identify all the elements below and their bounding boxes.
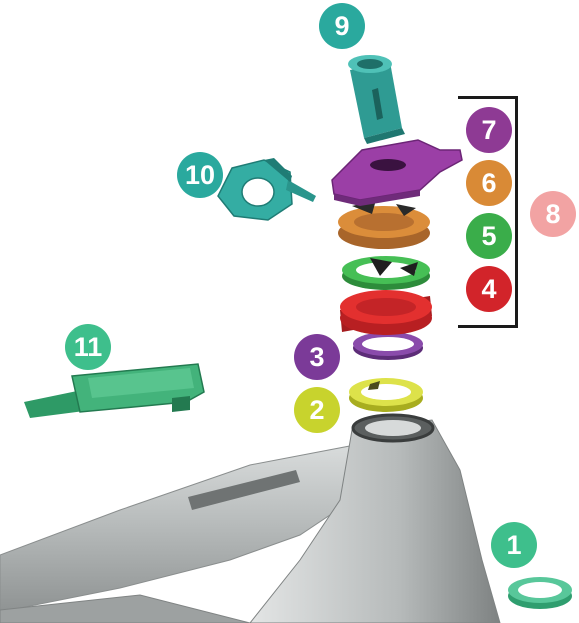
callout-8: 8 <box>530 191 576 237</box>
part-4-spacer <box>340 290 432 335</box>
part-11-mount <box>24 364 204 418</box>
callout-5: 5 <box>466 213 512 259</box>
part-3-ring <box>353 332 423 360</box>
part-7-top-cap <box>332 140 462 206</box>
part-1-spacer-ring <box>508 577 572 609</box>
part-9-expander <box>348 55 405 144</box>
callout-10: 10 <box>177 152 223 198</box>
callout-1: 1 <box>491 522 537 568</box>
part-6-spacer <box>338 200 430 249</box>
callout-3: 3 <box>294 334 340 380</box>
callout-9: 9 <box>319 3 365 49</box>
callout-2: 2 <box>294 387 340 433</box>
callout-6: 6 <box>466 160 512 206</box>
part-5-spacer <box>342 256 430 290</box>
callout-11: 11 <box>65 324 111 370</box>
callout-4: 4 <box>466 266 512 312</box>
part-2-ring <box>349 378 423 412</box>
part-10-clamp <box>218 158 316 220</box>
callout-7: 7 <box>466 107 512 153</box>
bike-frame <box>0 415 500 623</box>
